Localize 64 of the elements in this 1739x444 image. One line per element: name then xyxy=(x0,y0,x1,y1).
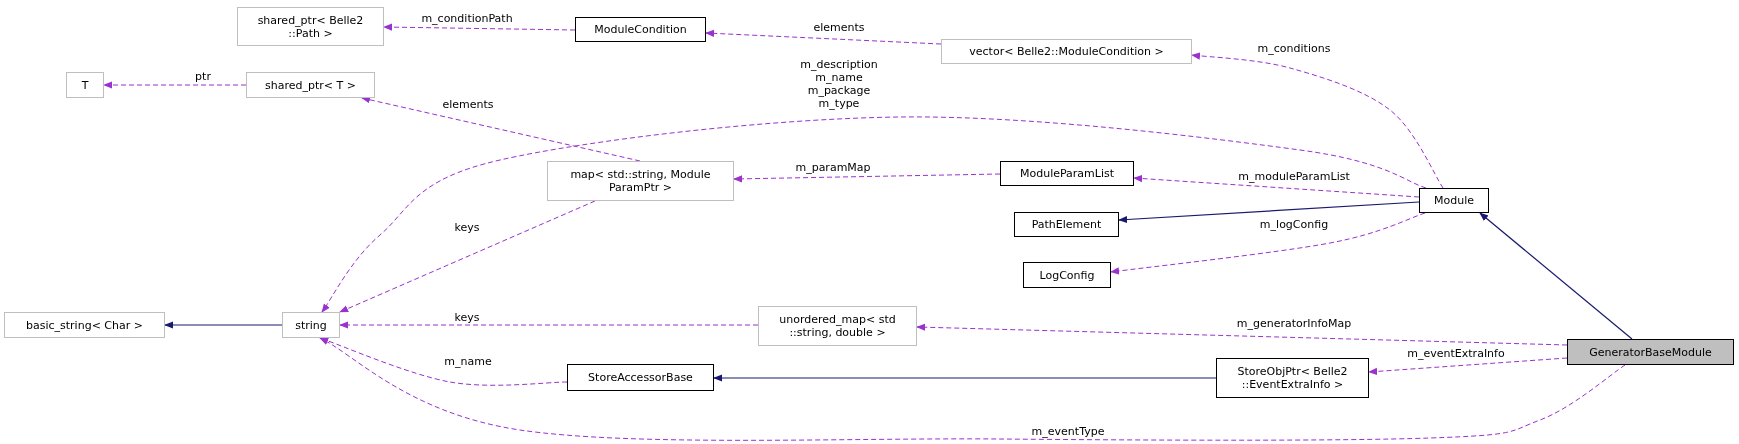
edge-label: m_generatorInfoMap xyxy=(1234,316,1354,330)
edge-label: keys xyxy=(452,220,482,234)
class-box xyxy=(941,39,1192,64)
class-name: string xyxy=(295,318,327,332)
edge-label: keys xyxy=(452,310,482,324)
dashed-arrow xyxy=(733,173,1001,183)
class-box xyxy=(1000,161,1134,186)
dashed-arrow xyxy=(705,29,942,45)
dashed-arrow xyxy=(319,337,568,386)
class-box xyxy=(4,312,165,338)
class-name: StoreObjPtr< Belle2 ::EventExtraInfo > xyxy=(1236,365,1349,391)
class-name: ModuleParamList xyxy=(1019,167,1115,180)
edge-label: m_paramMap xyxy=(793,160,873,174)
arrow xyxy=(1479,212,1633,340)
class-box xyxy=(1023,262,1111,288)
dashed-arrow xyxy=(361,96,641,162)
class-box xyxy=(237,7,384,46)
edge-label: m_eventExtraInfo xyxy=(1405,346,1507,360)
dashed-arrow xyxy=(339,200,596,313)
edge-label: m_eventType xyxy=(1029,424,1107,438)
class-box xyxy=(1216,358,1369,398)
edge-label: m_moduleParamList xyxy=(1236,169,1352,183)
edge-label: elements xyxy=(440,97,496,111)
class-name: map< std::string, Module ParamPtr > xyxy=(569,168,712,194)
class-box xyxy=(758,306,917,346)
edge-label: elements xyxy=(811,20,867,34)
class-box xyxy=(246,72,375,98)
arrow xyxy=(1118,201,1420,224)
class-name: T xyxy=(81,78,89,92)
class-name: vector< Belle2::ModuleCondition > xyxy=(969,45,1164,58)
edge-label: m_conditionPath xyxy=(419,11,515,25)
class-name: LogConfig xyxy=(1039,268,1095,282)
dashed-arrow xyxy=(1191,52,1444,189)
arrow xyxy=(713,374,1217,382)
class-box xyxy=(567,364,714,391)
class-box xyxy=(282,312,340,338)
class-box xyxy=(1567,339,1734,365)
class-name: basic_string< Char > xyxy=(26,318,143,332)
dashed-arrow xyxy=(383,23,576,31)
class-name: StoreAccessorBase xyxy=(588,371,693,384)
class-name: GeneratorBaseModule xyxy=(1589,345,1712,359)
dashed-arrow xyxy=(916,323,1568,346)
class-name: Module xyxy=(1434,194,1474,207)
class-name: shared_ptr< T > xyxy=(265,78,356,92)
dashed-arrow xyxy=(103,81,247,89)
class-name: PathElement xyxy=(1031,218,1102,231)
class-name: unordered_map< std ::string, double > xyxy=(778,313,897,339)
dashed-arrow xyxy=(1368,357,1568,375)
edge-label: m_conditions xyxy=(1255,41,1333,55)
class-box xyxy=(66,72,104,98)
arrow xyxy=(164,321,283,329)
class-box xyxy=(1014,212,1119,237)
class-name: shared_ptr< Belle2 ::Path > xyxy=(256,13,365,40)
class-box xyxy=(547,161,734,201)
class-box xyxy=(575,17,706,42)
class-box xyxy=(1419,188,1489,213)
dashed-arrow xyxy=(321,116,1427,313)
class-name: ModuleCondition xyxy=(594,23,687,36)
edge-label: m_logConfig xyxy=(1257,217,1331,231)
dashed-arrow xyxy=(339,321,759,329)
dashed-arrow xyxy=(1110,212,1426,275)
edge-label: ptr xyxy=(193,69,213,83)
dashed-arrow xyxy=(1133,174,1420,198)
edge-label: m_description m_name m_package m_type xyxy=(798,58,880,110)
